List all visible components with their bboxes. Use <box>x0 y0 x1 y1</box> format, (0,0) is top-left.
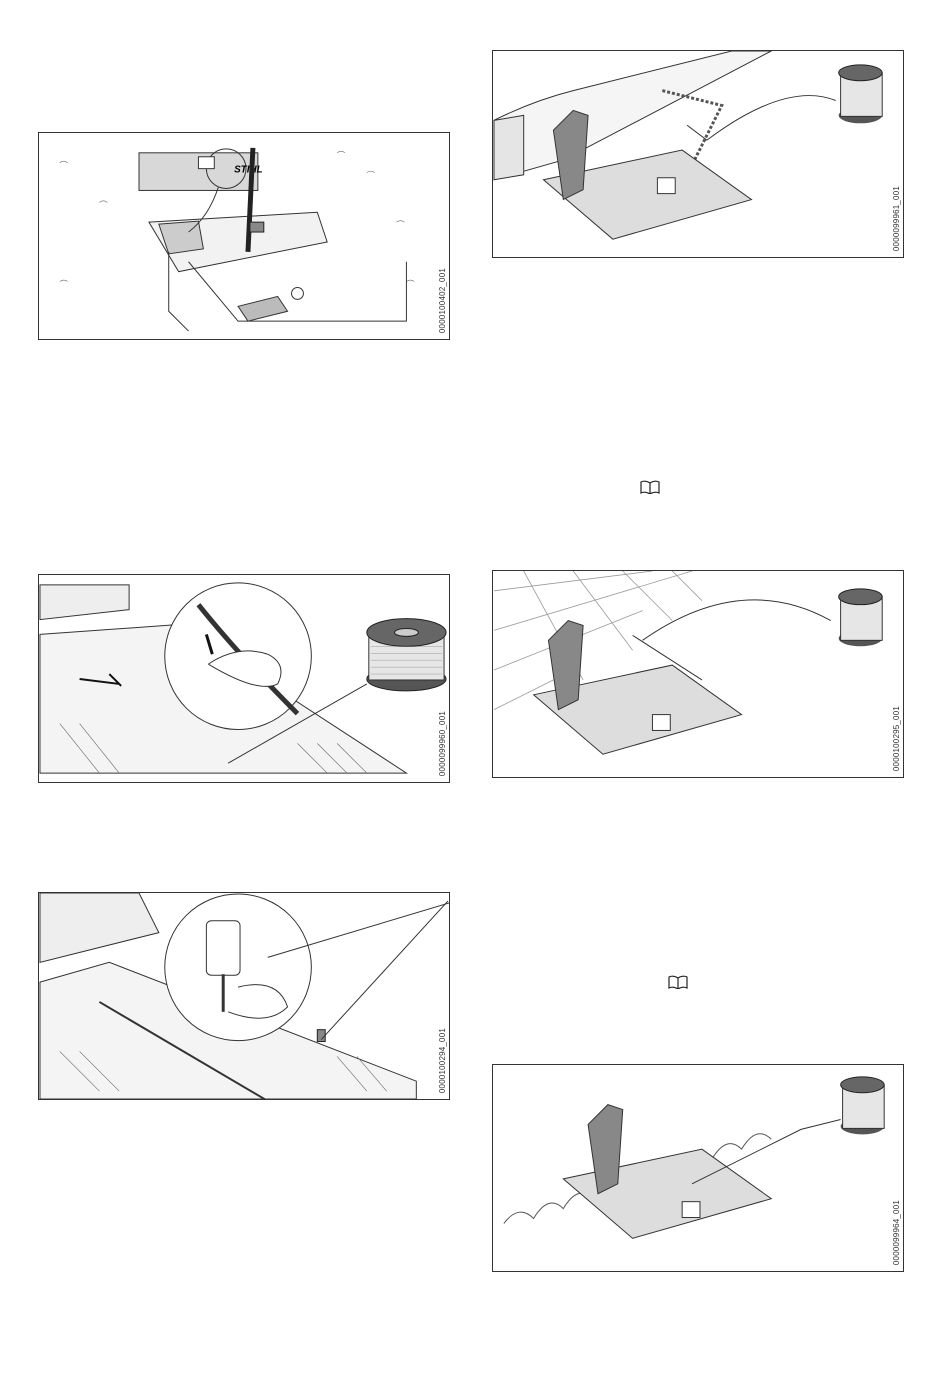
figure-hammer-peg: 0000100294_001 <box>38 892 450 1100</box>
illustration-wire-insertion <box>39 575 449 782</box>
figure-code: 0000100402_001 <box>438 268 447 333</box>
figure-station-hedge: 0000099964_001 <box>492 1064 904 1272</box>
manual-book-icon <box>668 975 688 989</box>
stihl-logo-text: STIHL <box>234 165 263 176</box>
illustration-hammer-peg <box>39 893 449 1099</box>
figure-code: 0000100295_001 <box>892 706 901 771</box>
figure-code: 0000099964_001 <box>892 1200 901 1265</box>
illustration-station-hedge <box>493 1065 903 1271</box>
wire-spool-icon <box>367 619 446 691</box>
figure-code: 0000100294_001 <box>438 1028 447 1093</box>
figure-code: 0000099960_001 <box>438 711 447 776</box>
figure-station-paving: 0000100295_001 <box>492 570 904 778</box>
figure-docking-electronics: STIHL 0000100402_001 <box>38 132 450 340</box>
wire-spool-icon <box>841 1077 885 1134</box>
wire-spool-icon <box>839 65 883 123</box>
illustration-docking-electronics: STIHL <box>39 133 449 339</box>
figure-code: 0000099961_001 <box>892 186 901 251</box>
wire-spool-icon <box>839 589 883 646</box>
manual-book-icon <box>640 480 660 494</box>
figure-station-wall: 0000099961_001 <box>492 50 904 258</box>
illustration-station-wall <box>493 51 903 257</box>
figure-wire-insertion: 0000099960_001 <box>38 574 450 783</box>
illustration-station-paving <box>493 571 903 777</box>
